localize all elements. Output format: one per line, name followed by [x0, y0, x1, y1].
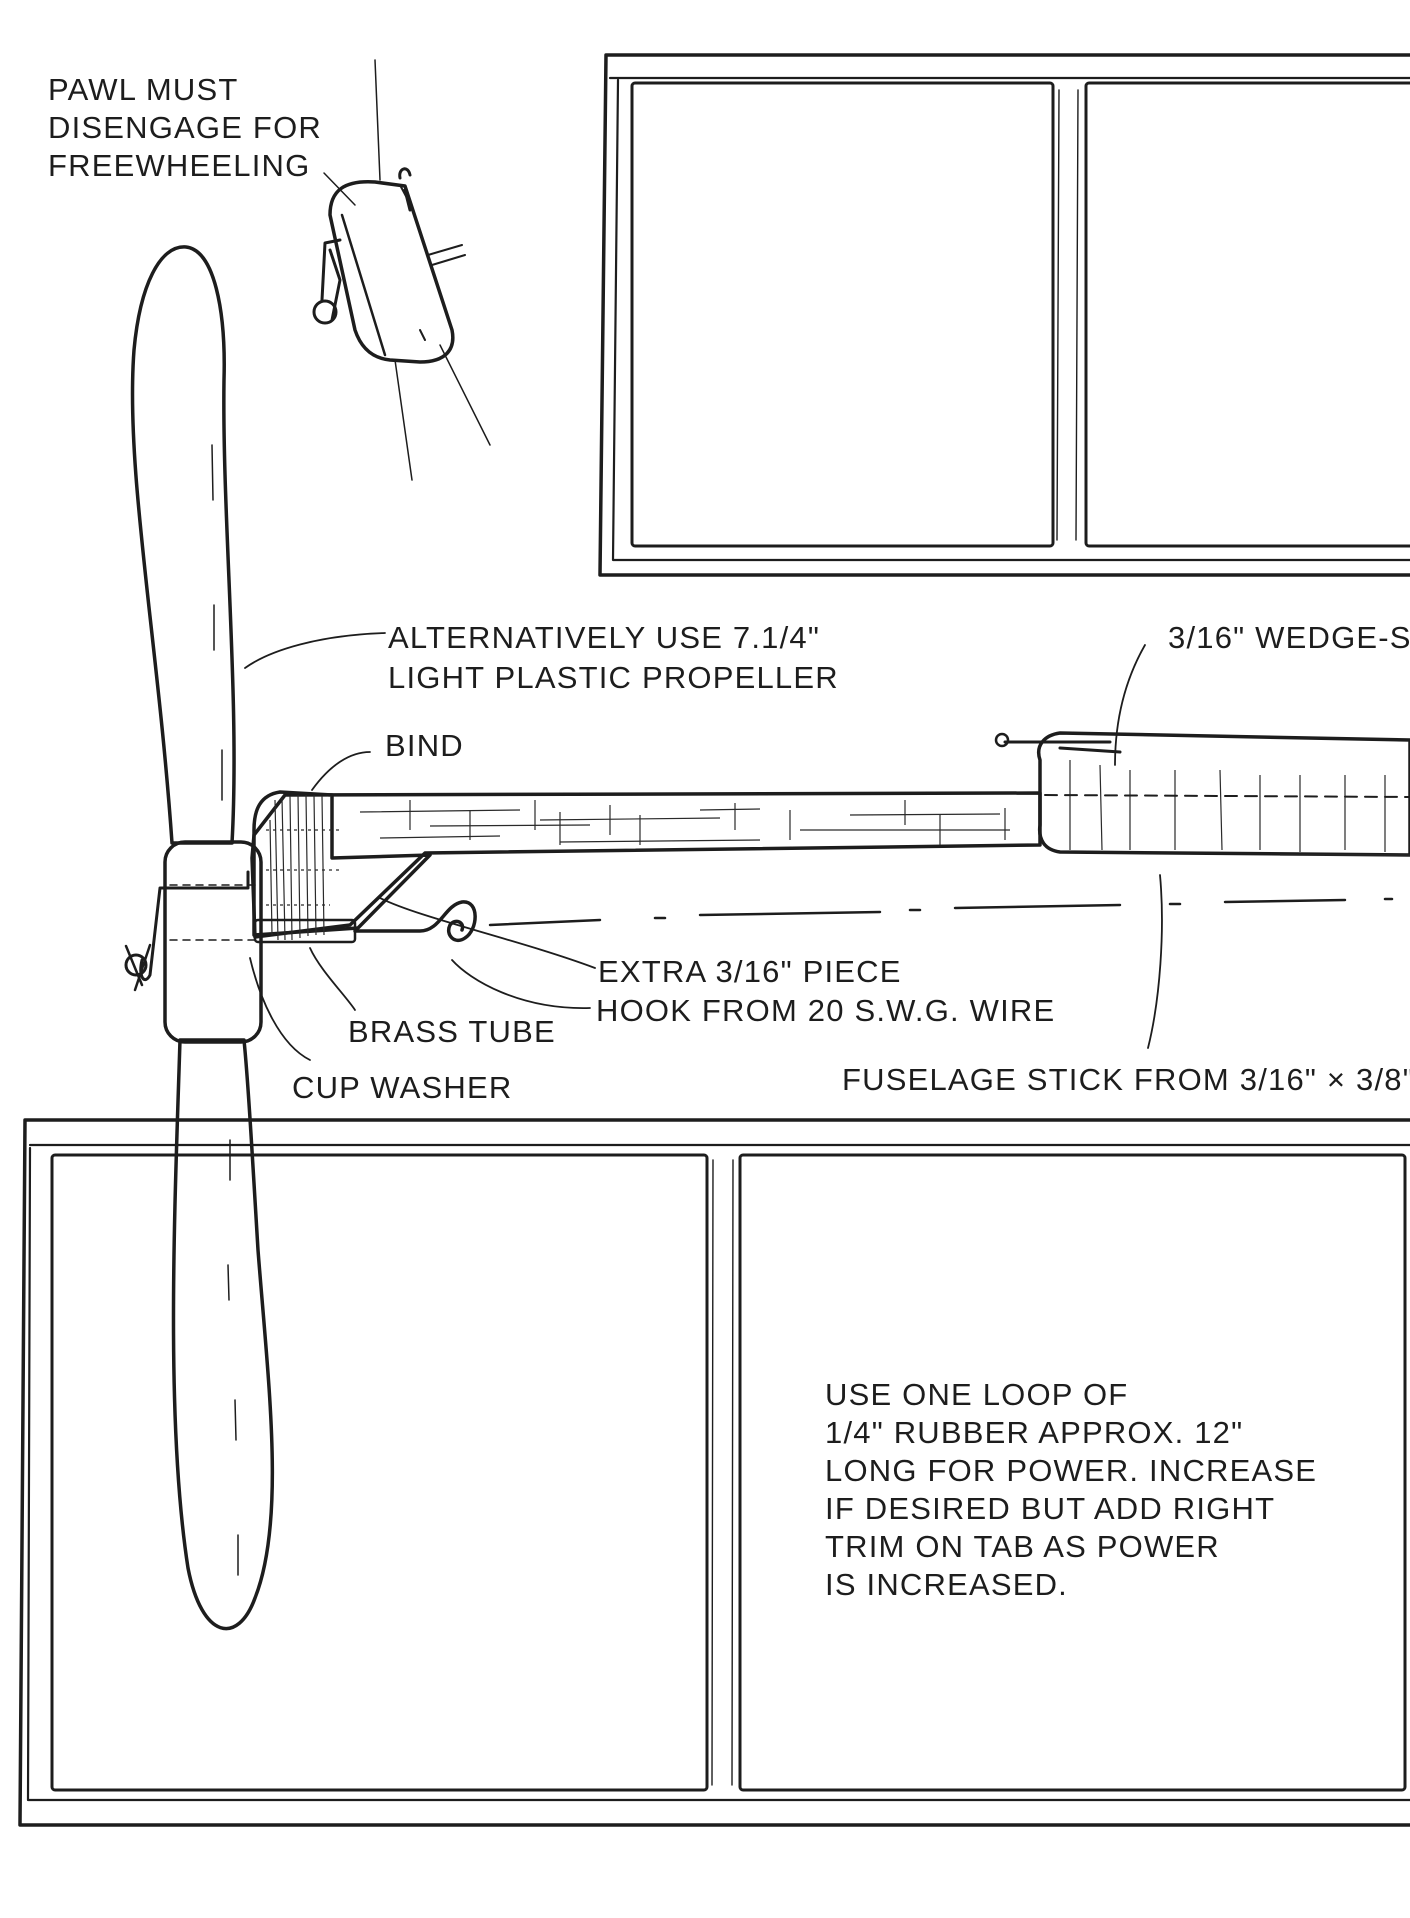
propeller	[124, 245, 275, 1631]
propeller-shaft-bent-wire	[139, 870, 250, 981]
wood-grain-fuselage	[359, 800, 1010, 845]
label-extra-piece: EXTRA 3/16" PIECE	[598, 954, 902, 989]
bottom-wing-bay-2	[738, 1153, 1407, 1792]
rear-rubber-hook	[353, 900, 477, 943]
label-wedge: 3/16" WEDGE-SH	[1168, 620, 1410, 655]
bottom-wing-bay-1	[50, 1153, 709, 1792]
label-propeller: ALTERNATIVELY USE 7.1/4" LIGHT PLASTIC P…	[388, 620, 839, 695]
propeller-blade-lower	[171, 1038, 275, 1631]
freewheel-hub-block	[328, 180, 455, 364]
top-wing-bay-2	[1084, 81, 1410, 548]
label-cup-washer: CUP WASHER	[292, 1070, 512, 1105]
freewheel-pawl-ring	[124, 953, 148, 977]
top-wing-bay-1	[630, 81, 1055, 548]
leader-lines	[244, 632, 1163, 1061]
label-brass-tube: BRASS TUBE	[348, 1014, 556, 1049]
label-bind: BIND	[385, 728, 464, 763]
label-fuselage: FUSELAGE STICK FROM 3/16" × 3/8"	[842, 1062, 1410, 1097]
wood-grain-nose	[266, 794, 340, 941]
rubber-motor-centerline	[488, 897, 1394, 927]
wood-grain-tail	[1044, 760, 1410, 856]
fuselage-assembly	[250, 731, 1410, 944]
label-hook: HOOK FROM 20 S.W.G. WIRE	[596, 993, 1055, 1028]
tail-wedge-block	[1037, 731, 1410, 857]
tail-rubber-peg	[1003, 740, 1122, 754]
label-rubber-note: USE ONE LOOP OF 1/4" RUBBER APPROX. 12" …	[825, 1377, 1327, 1602]
top-wing-frame	[598, 53, 1410, 577]
freewheel-detail	[312, 59, 491, 481]
nose-block	[252, 790, 432, 937]
labels: PAWL MUST DISENGAGE FOR FREEWHEELING ALT…	[48, 72, 1410, 1602]
propeller-blade-upper	[130, 245, 236, 845]
label-pawl: PAWL MUST DISENGAGE FOR FREEWHEELING	[48, 72, 332, 183]
bottom-wing-frame	[18, 1118, 1410, 1827]
